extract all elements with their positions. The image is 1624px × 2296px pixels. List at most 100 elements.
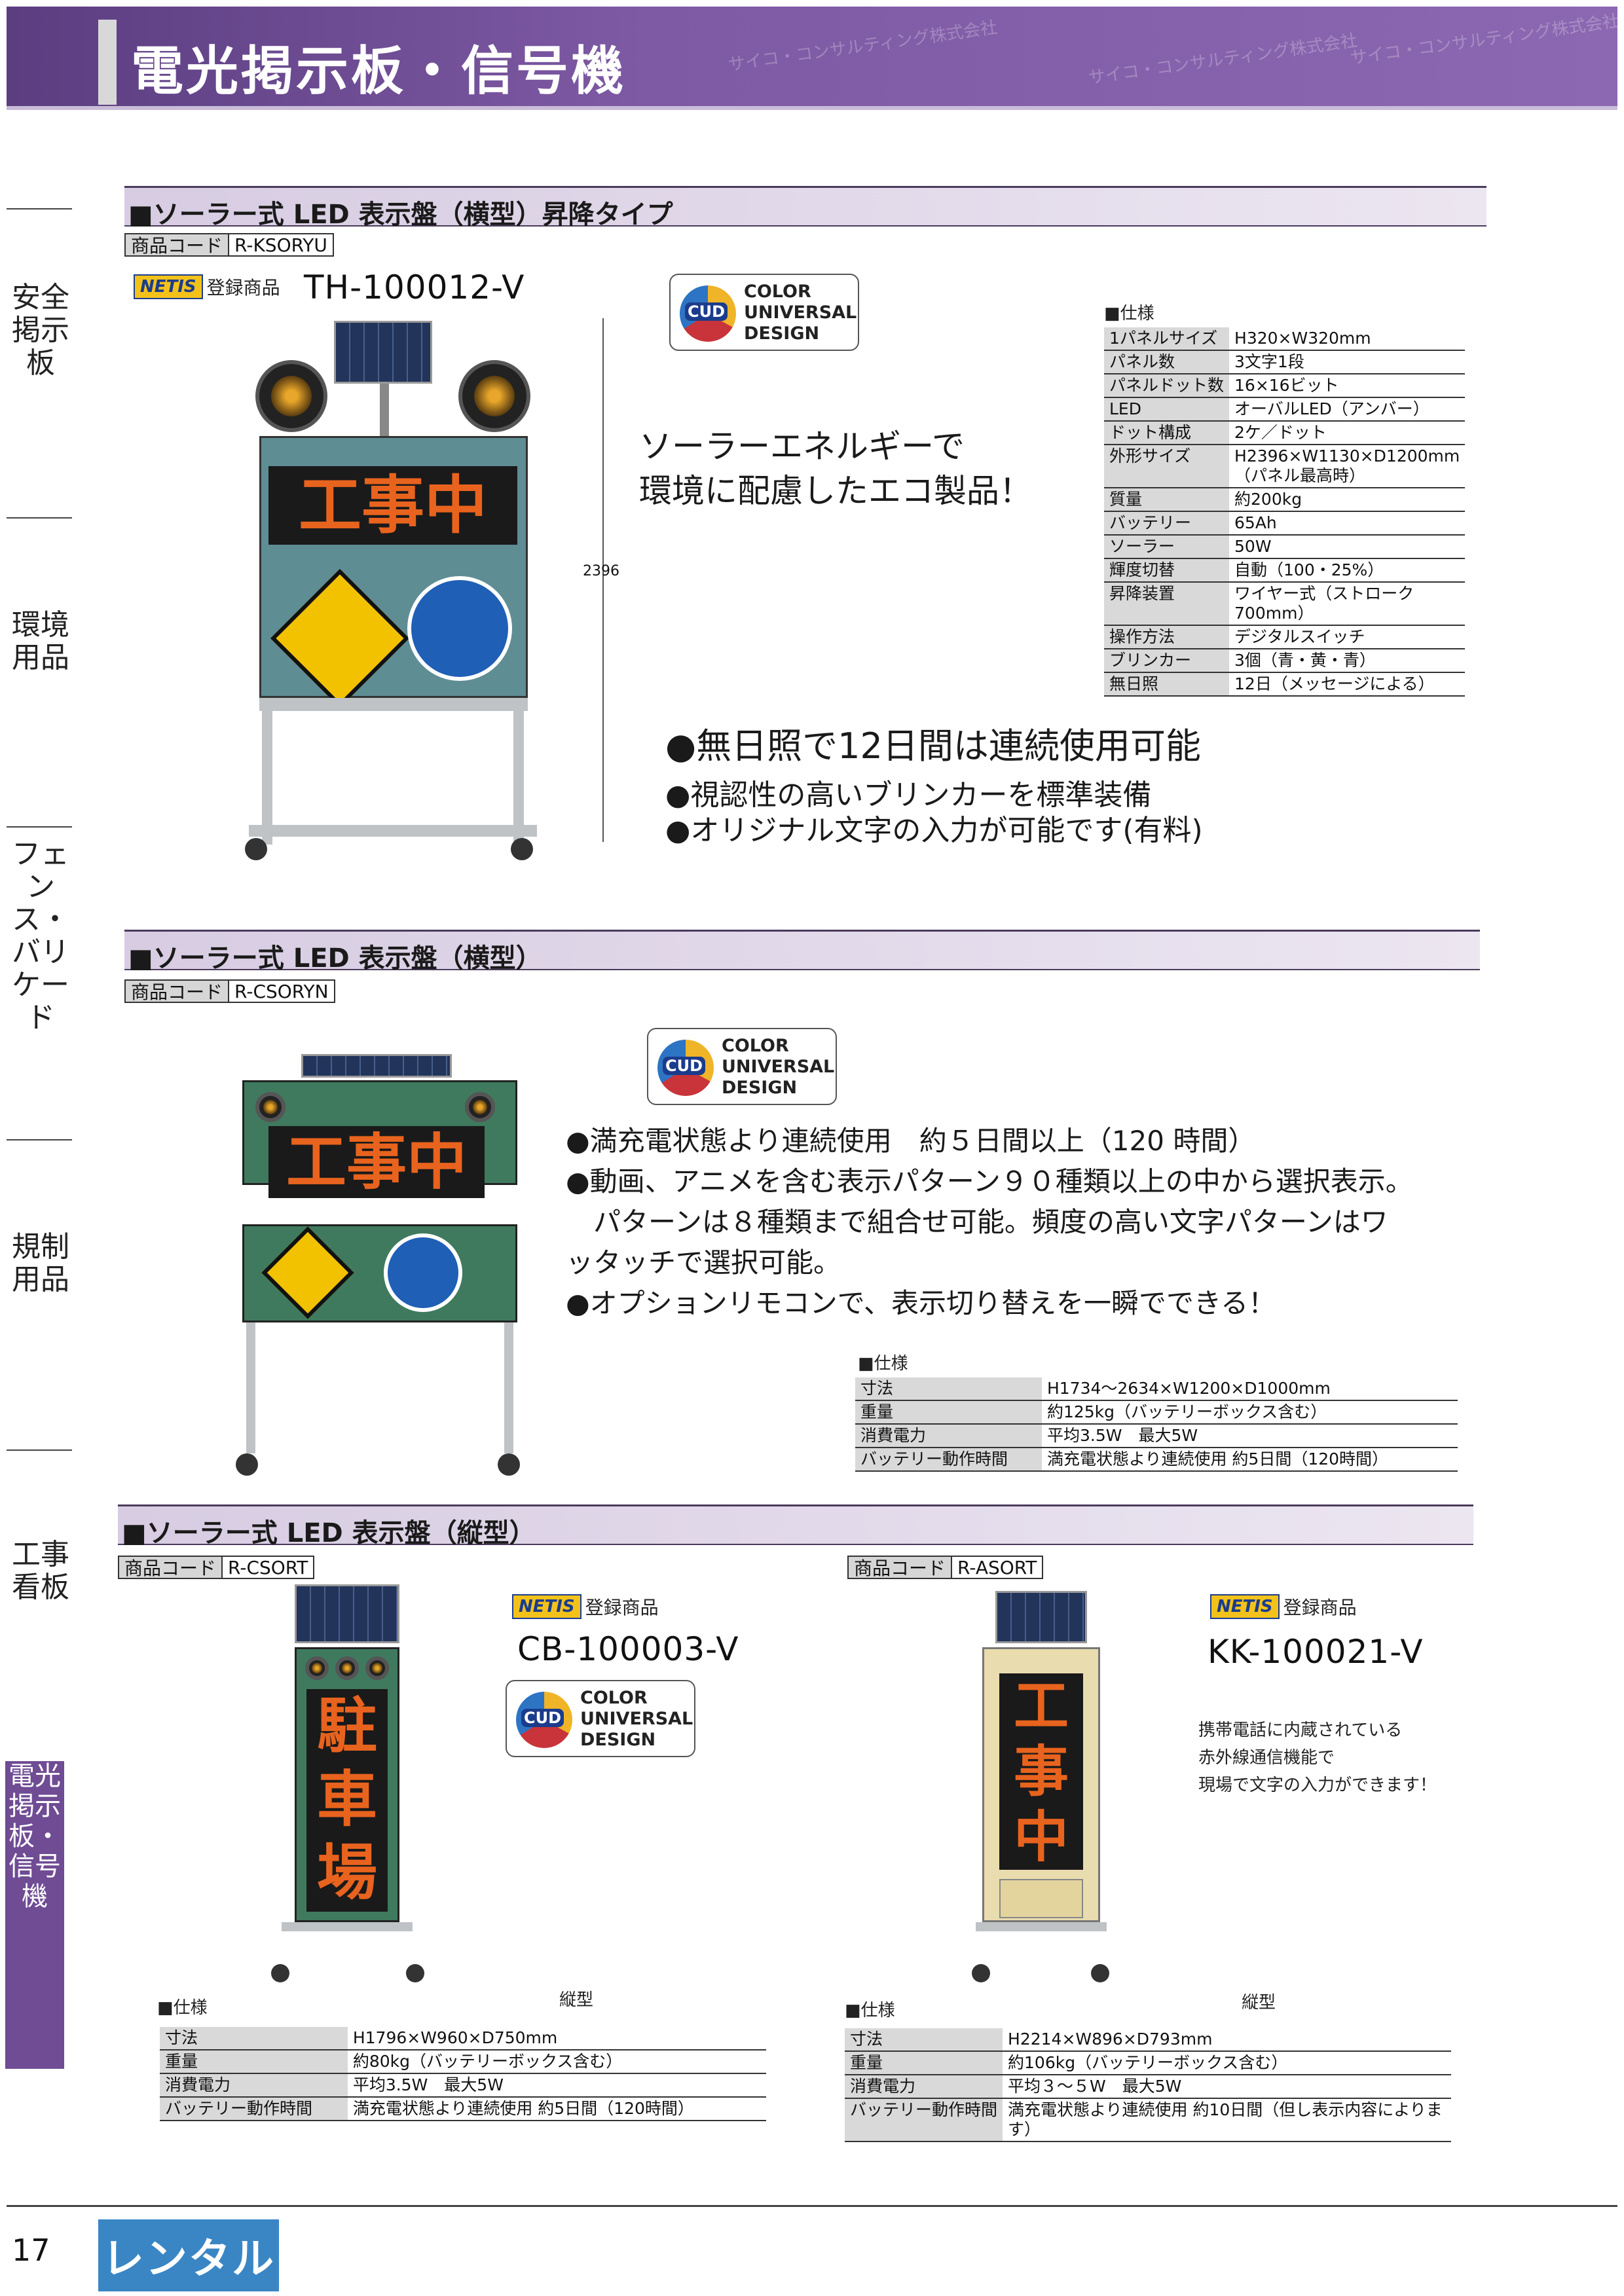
frame [259,698,528,711]
arrow-sign-icon [384,1233,462,1312]
frame-leg [513,707,524,845]
spec-row: バッテリー動作時間満充電状態より連続使用 約5日間（120時間） [855,1448,1458,1472]
cud-icon: CUD [680,285,736,342]
spec-value: 自動（100・25%） [1229,558,1466,583]
sidebar-item-safety[interactable]: 安全掲示板 [12,281,69,380]
spec-value: 約200kg [1229,488,1466,512]
rental-tab[interactable]: レンタル [98,2219,279,2291]
spec-key: 消費電力 [845,2075,1003,2099]
netis-number: KK-100021-V [1208,1633,1424,1671]
note-line: 携帯電話に内蔵されている [1198,1721,1403,1740]
spec-value: 約106kg（バッテリーボックス含む） [1003,2051,1451,2075]
spec-key: 1パネルサイズ [1104,327,1230,351]
sidebar-item-fence[interactable]: フェンス・バリケード [12,837,69,1034]
sidebar-item-construction-sign[interactable]: 工事看板 [12,1538,69,1604]
spec-key: パネルドット数 [1104,374,1230,398]
led-char: 工 [1013,1673,1069,1738]
cud-icon-text: CUD [685,302,728,321]
watermark: サイコ・コンサルティング株式会社 [1087,31,1359,88]
spec-row: 消費電力平均３～５W 最大5W [845,2075,1451,2099]
sidebar-divider [7,517,72,519]
spec-key: 外形サイズ [1104,445,1230,488]
spec-row: 質量約200kg [1104,488,1466,512]
watermark: サイコ・コンサルティング株式会社 [727,18,999,75]
spec-value: 平均３～５W 最大5W [1003,2075,1451,2099]
spec-value: 2ケ／ドット [1229,421,1466,445]
spec-key: パネル数 [1104,350,1230,374]
frame-leg [262,707,272,845]
spec-row: 重量約106kg（バッテリーボックス含む） [845,2051,1451,2075]
sidebar-item-environment[interactable]: 環境用品 [12,608,69,674]
spec-key: 寸法 [160,2027,348,2050]
spec-heading: ■仕様 [858,1354,908,1374]
frame-base [282,1922,413,1931]
spec-row: バッテリー動作時間満充電状態より連続使用 約10日間（但し表示内容によります） [845,2098,1451,2142]
led-char: 駐 [316,1690,377,1761]
spec-value: 約80kg（バッテリーボックス含む） [347,2050,766,2074]
slogan-line: 環境に配慮したエコ製品！ [639,472,1032,510]
dimension-line [602,318,604,842]
cud-line: COLOR [744,282,811,302]
spec-key: ソーラー [1104,535,1230,559]
spec-key: 消費電力 [160,2073,348,2098]
blinker-lamp-icon [335,1656,359,1680]
spec-row: 消費電力平均3.5W 最大5W [855,1424,1458,1448]
spec-row: 昇降装置ワイヤー式（ストローク700mm） [1104,582,1466,626]
cud-icon: CUD [657,1040,714,1096]
type-label: 縦型 [559,1990,594,2010]
spec-key: 操作方法 [1104,625,1230,649]
cud-icon-text: CUD [521,1709,564,1727]
spec-value: 約125kg（バッテリーボックス含む） [1041,1400,1458,1425]
page-header: 電光掲示板・信号機 サイコ・コンサルティング株式会社 サイコ・コンサルティング株… [7,7,1621,106]
solar-panel [301,1054,452,1078]
spec-key: バッテリー [1104,511,1230,536]
spec-value: H1796×W960×D750mm [347,2027,766,2050]
blinker-lamp-icon [365,1656,389,1680]
spec-key: 昇降装置 [1104,582,1230,626]
spec-value: 平均3.5W 最大5W [347,2073,766,2098]
solar-panel [995,1591,1087,1643]
note-line: 現場で文字の入力ができます！ [1198,1776,1437,1795]
cud-line: COLOR [722,1036,789,1056]
led-char: 中 [1013,1804,1069,1869]
product-code-label: 商品コード [849,1557,953,1579]
cud-icon: CUD [516,1692,572,1748]
product-image-vertical-board: 駐 車 場 [268,1584,426,1990]
spec-row: 重量約80kg（バッテリーボックス含む） [160,2050,766,2074]
spec-key: 寸法 [855,1377,1042,1401]
wheel-icon [1091,1964,1109,1982]
blinker-lamp-icon [255,1092,286,1122]
spec-value: 3個（青・黄・青） [1229,649,1466,673]
cud-line: DESIGN [744,323,820,344]
page-title: 電光掲示板・信号機 [131,41,626,101]
led-display-vertical: 駐 車 場 [306,1689,388,1912]
slogan-line: ソーラーエネルギーで [639,428,965,465]
frame-base [976,1922,1107,1931]
cud-icon-text: CUD [663,1057,706,1075]
section-title: ■ソーラー式 LED 表示盤（横型）昇降タイプ [128,200,673,230]
spec-value: ワイヤー式（ストローク700mm） [1229,582,1466,626]
blinker-lamp-icon [458,360,530,432]
cud-line: DESIGN [580,1730,656,1750]
wheel-icon [972,1964,990,1982]
sidebar-item-led-board[interactable]: 電光掲示板・信号機 [9,1761,61,1912]
wheel-icon [406,1964,424,1982]
type-label: 縦型 [1242,1993,1276,2013]
spec-key: 重量 [160,2050,348,2074]
product-code-label: 商品コード [119,1557,223,1579]
sidebar-item-regulation[interactable]: 規制用品 [12,1230,69,1296]
frame-leg [504,1322,513,1453]
